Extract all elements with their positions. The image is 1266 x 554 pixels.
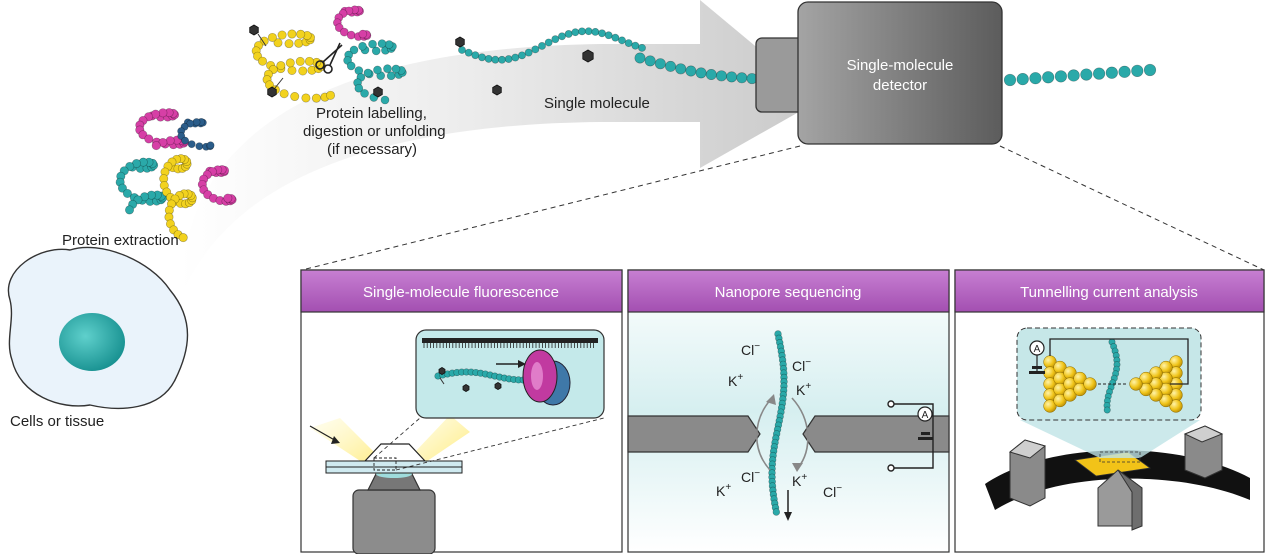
cells-label: Cells or tissue bbox=[10, 413, 104, 430]
ammeter-icon bbox=[917, 406, 933, 422]
svg-text:K+: K+ bbox=[796, 381, 811, 398]
process-arrow bbox=[180, 0, 820, 300]
extraction-label: Protein extraction bbox=[62, 232, 179, 249]
labelling-label-1: Protein labelling, bbox=[316, 105, 427, 122]
labelling-label-3: (if necessary) bbox=[327, 141, 417, 158]
single-molecule-chain bbox=[455, 27, 758, 96]
zoom-line-right bbox=[999, 145, 1265, 271]
single-molecule-label: Single molecule bbox=[544, 95, 650, 112]
panel-fluorescence: Single-molecule fluorescence bbox=[300, 269, 623, 554]
svg-text:Cl−: Cl− bbox=[792, 357, 811, 374]
ammeter-label: A bbox=[922, 410, 929, 421]
panel-nanopore: Nanopore sequencing Cl− Cl− K+ K+ Cl− K+… bbox=[627, 269, 950, 553]
svg-text:K+: K+ bbox=[792, 472, 807, 489]
svg-text:K+: K+ bbox=[716, 482, 731, 499]
svg-text:K+: K+ bbox=[728, 372, 743, 389]
ammeter-label-2: A bbox=[1034, 344, 1041, 355]
svg-text:Cl−: Cl− bbox=[741, 468, 760, 485]
zoom-line-left bbox=[301, 145, 801, 271]
panel-fluorescence-title: Single-molecule fluorescence bbox=[363, 284, 559, 301]
panel-tunnelling: Tunnelling current analysis A bbox=[954, 269, 1265, 553]
house-block bbox=[1097, 469, 1143, 531]
svg-text:Cl−: Cl− bbox=[741, 341, 760, 358]
scissors-icon bbox=[315, 42, 343, 74]
nucleus bbox=[59, 313, 125, 371]
svg-text:Cl−: Cl− bbox=[823, 483, 842, 500]
detector bbox=[755, 1, 1003, 145]
exiting-chain bbox=[1003, 63, 1157, 87]
extracted-proteins bbox=[115, 108, 237, 243]
electrode-block-left bbox=[1008, 439, 1047, 507]
cell-illustration bbox=[7, 246, 189, 410]
panel-nanopore-title: Nanopore sequencing bbox=[715, 284, 862, 301]
panel-tunnelling-title: Tunnelling current analysis bbox=[1020, 284, 1198, 301]
labelling-label-2: digestion or unfolding bbox=[303, 123, 446, 140]
detector-label-1: Single-molecule bbox=[847, 57, 954, 74]
detector-label-2: detector bbox=[873, 77, 927, 94]
electrode-block-right bbox=[1183, 425, 1224, 479]
